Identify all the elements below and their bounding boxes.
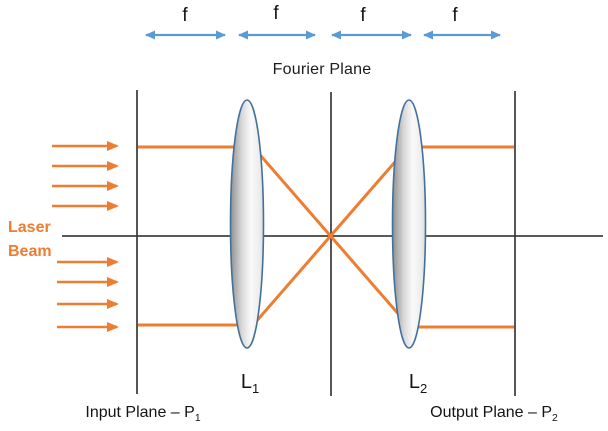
laser-beam-arrows bbox=[52, 141, 119, 332]
lens2-label-sub: 2 bbox=[419, 381, 428, 396]
lens1-label-base: L bbox=[240, 371, 252, 393]
ray-diagonal-down bbox=[252, 147, 403, 318]
lens-1 bbox=[229, 99, 265, 349]
laser-beam-label-line1: Laser bbox=[8, 219, 51, 236]
input-plane-label-sub: 1 bbox=[194, 413, 201, 425]
output-plane-label-base: Output Plane – P bbox=[430, 404, 553, 421]
ray-diagonal-up bbox=[252, 154, 403, 325]
output-plane-label-sub: 2 bbox=[552, 413, 558, 425]
focal-label-4: f bbox=[452, 5, 458, 26]
beam-rays bbox=[138, 145, 514, 329]
input-plane-label: Input Plane – P1 bbox=[85, 404, 201, 425]
input-plane-label-base: Input Plane – P bbox=[85, 404, 195, 421]
lens1-label: L1 bbox=[240, 371, 260, 396]
focal-label-1: f bbox=[182, 5, 188, 26]
laser-beam-label-line2: Beam bbox=[8, 243, 52, 260]
focal-label-2: f bbox=[273, 3, 279, 24]
lens1-label-sub: 1 bbox=[251, 381, 260, 396]
focal-label-3: f bbox=[360, 5, 366, 26]
lens2-label: L2 bbox=[408, 371, 428, 396]
output-plane-label: Output Plane – P2 bbox=[430, 404, 558, 425]
lens2-label-base: L bbox=[408, 371, 420, 393]
lens-2 bbox=[391, 99, 427, 349]
fourier-plane-label: Fourier Plane bbox=[272, 61, 372, 78]
